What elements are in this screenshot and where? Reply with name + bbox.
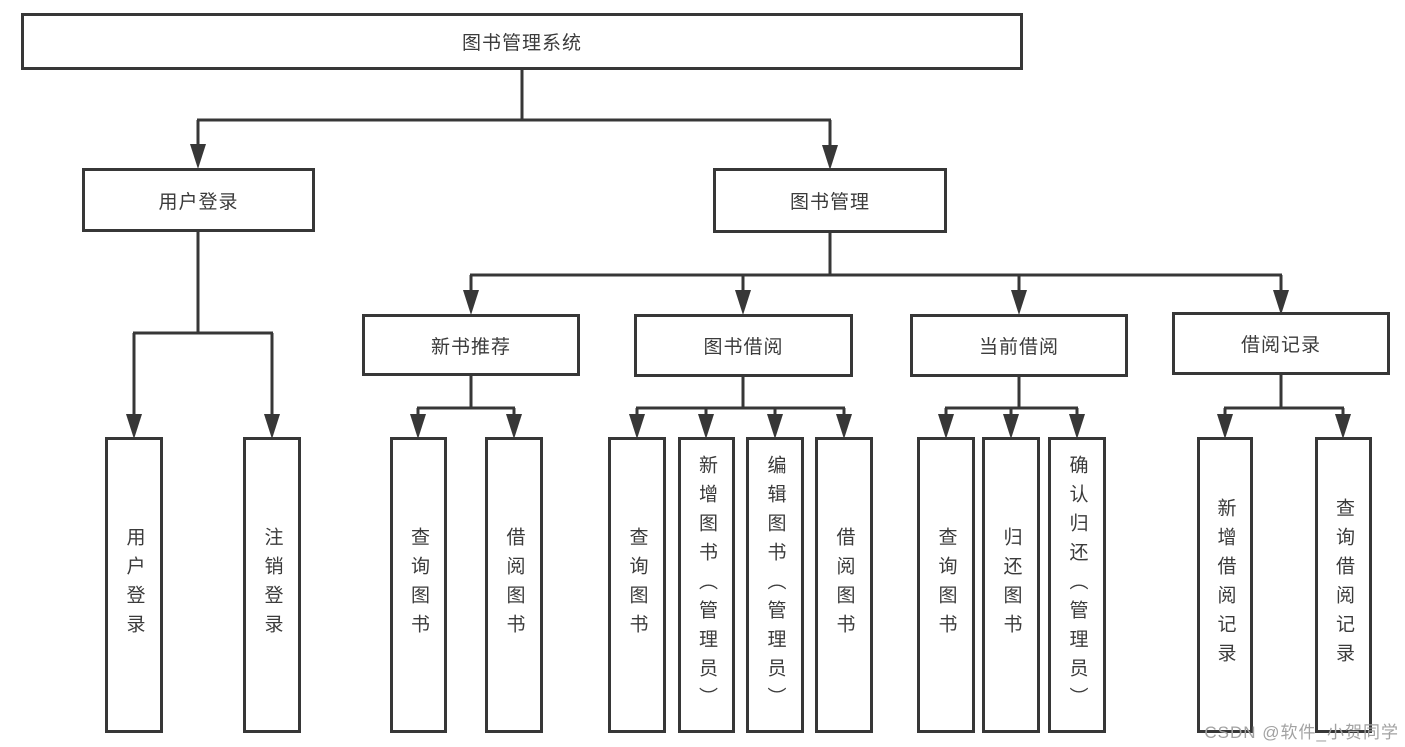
leaf-edit-books-admin: 编辑图书（管理员） [746,437,804,733]
node-book-borrowing: 图书借阅 [634,314,853,377]
leaf-query-books-current: 查询图书 [917,437,975,733]
node-user-login: 用户登录 [82,168,315,232]
connector-stems [132,70,1345,418]
leaf-user-login: 用户登录 [105,437,163,733]
node-borrowing-records: 借阅记录 [1172,312,1390,375]
leaf-query-books-recommend: 查询图书 [390,437,447,733]
arrowheads [126,144,1351,439]
leaf-add-borrow-record: 新增借阅记录 [1197,437,1253,733]
leaf-query-borrow-record: 查询借阅记录 [1315,437,1372,733]
node-book-management: 图书管理 [713,168,947,233]
leaf-query-books-borrow: 查询图书 [608,437,666,733]
leaf-confirm-return-admin: 确认归还（管理员） [1048,437,1106,733]
leaf-logout: 注销登录 [243,437,301,733]
leaf-add-books-admin: 新增图书（管理员） [678,437,735,733]
leaf-borrow-books-recommend: 借阅图书 [485,437,543,733]
node-new-book-recommend: 新书推荐 [362,314,580,376]
leaf-borrow-books: 借阅图书 [815,437,873,733]
node-library-management-system: 图书管理系统 [21,13,1023,70]
node-current-borrowing: 当前借阅 [910,314,1128,377]
watermark: CSDN @软件_小贺同学 [1204,723,1399,742]
leaf-return-books: 归还图书 [982,437,1040,733]
